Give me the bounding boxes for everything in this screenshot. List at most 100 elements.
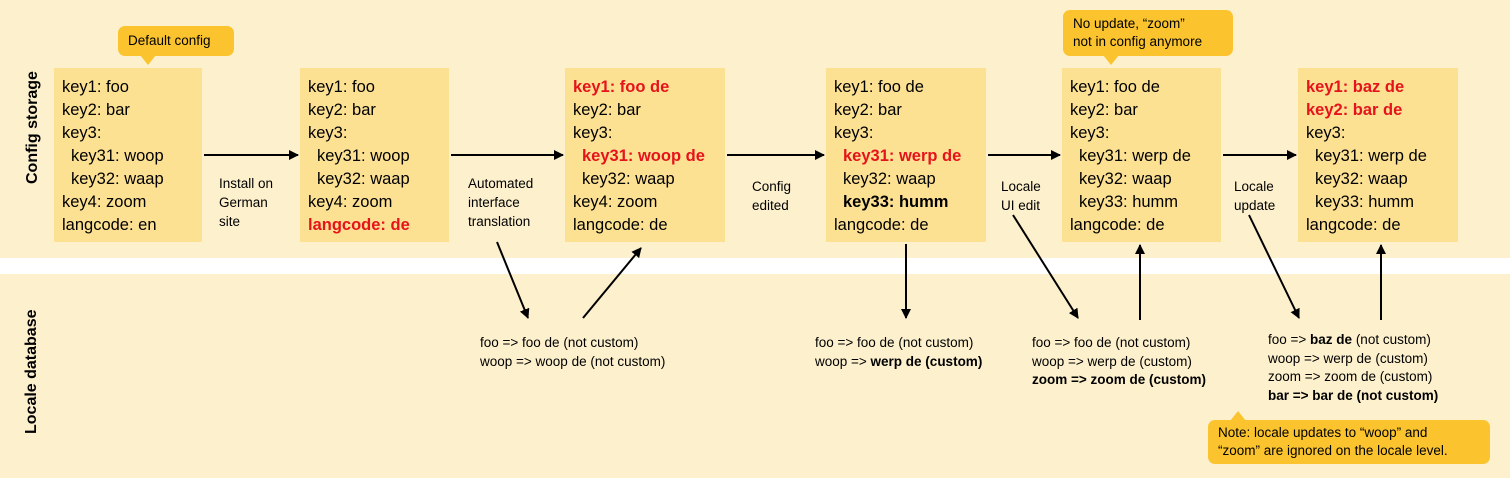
locale-list-1: foo => foo de (not custom) woop => woop d… xyxy=(480,334,665,371)
step-line: Locale xyxy=(1234,179,1274,194)
config-line: langcode: en xyxy=(62,216,157,234)
step-line: interface xyxy=(468,195,520,210)
locale-entry-segment: woop => xyxy=(815,353,871,369)
locale-list-3: foo => foo de (not custom) woop => werp d… xyxy=(1032,334,1206,390)
config-line: key4: zoom xyxy=(308,193,393,211)
locale-entry-segment: foo => foo de (not custom) xyxy=(815,335,974,350)
config-box-3: key1: foo de key2: bar key3: key31: woop de… xyxy=(565,68,725,242)
step-line: update xyxy=(1234,198,1276,213)
locale-entry-segment: bar => bar de (not custom) xyxy=(1268,387,1439,403)
locale-entry: zoom => zoom de (custom) xyxy=(1268,368,1438,387)
step-config-edited-label: Config edited xyxy=(752,177,791,215)
callout-tail xyxy=(1103,55,1119,65)
callout-tail xyxy=(1230,411,1246,421)
config-line: key31: werp de xyxy=(843,147,962,165)
config-line: key2: bar xyxy=(573,101,641,119)
config-line: key2: bar xyxy=(62,101,130,119)
config-line: key33: humm xyxy=(1315,193,1415,211)
step-line: UI edit xyxy=(1001,198,1041,213)
config-line: key31: werp de xyxy=(1315,147,1427,165)
locale-entry: zoom => zoom de (custom) xyxy=(1032,371,1206,390)
config-line: key3: xyxy=(308,124,348,142)
config-line: key31: woop de xyxy=(582,147,705,165)
config-line: langcode: de xyxy=(1070,216,1165,234)
locale-entry-segment: foo => foo de (not custom) xyxy=(1032,335,1191,350)
locale-entry: woop => woop de (not custom) xyxy=(480,353,665,372)
locale-entry-segment: foo => xyxy=(1268,332,1311,347)
config-line: key33: humm xyxy=(843,193,949,211)
config-line: key3: xyxy=(1306,124,1346,142)
callout-text-line1: No update, “zoom” xyxy=(1073,16,1185,31)
config-line: key31: werp de xyxy=(1079,147,1191,165)
config-line: key3: xyxy=(573,124,613,142)
locale-list-4: foo => baz de (not custom)woop => werp d… xyxy=(1268,331,1438,405)
step-locale-update-label: Locale update xyxy=(1234,177,1275,215)
locale-entry-segment: zoom => zoom de (custom) xyxy=(1032,372,1207,387)
locale-entry-segment: woop => werp de (custom) xyxy=(1032,353,1192,369)
step-line: German xyxy=(219,195,268,210)
step-locale-ui-edit-label: Locale UI edit xyxy=(1001,177,1041,215)
config-line: key3: xyxy=(62,124,102,142)
config-line: key2: bar xyxy=(1070,101,1138,119)
locale-entry: foo => foo de (not custom) xyxy=(815,334,982,353)
arrow-to-locale-3 xyxy=(1012,214,1079,319)
config-line: key4: zoom xyxy=(62,193,147,211)
config-box-1: key1: foo key2: bar key3: key31: woop key32:… xyxy=(54,68,202,242)
callout-text: Default config xyxy=(128,33,211,48)
config-line: key1: foo de xyxy=(1070,78,1160,96)
arrow-from-locale-1 xyxy=(582,247,642,319)
locale-entry-segment: baz de xyxy=(1310,332,1353,347)
step-line: translation xyxy=(468,214,531,229)
config-line: key2: bar de xyxy=(1306,101,1403,119)
config-line: key32: waap xyxy=(71,170,164,188)
config-line: key2: bar xyxy=(308,101,376,119)
step-line: site xyxy=(219,214,241,229)
step-install-label: Install on German site xyxy=(219,174,273,231)
callout-text-line2: not in config anymore xyxy=(1073,34,1203,49)
config-line: langcode: de xyxy=(1306,216,1401,234)
locale-entry: foo => foo de (not custom) xyxy=(480,334,665,353)
config-line: key1: baz de xyxy=(1306,78,1405,96)
step-line: Automated xyxy=(468,176,534,191)
config-line: key32: waap xyxy=(843,170,936,188)
no-update-callout: No update, “zoom” not in config anymore xyxy=(1063,10,1233,65)
config-line: langcode: de xyxy=(308,216,410,234)
config-line: key32: waap xyxy=(1315,170,1408,188)
default-config-callout: Default config xyxy=(118,26,234,65)
locale-list-2: foo => foo de (not custom) woop => werp d… xyxy=(815,334,982,371)
locale-entry-segment: woop => werp de (custom) xyxy=(1268,350,1428,366)
step-automated-label: Automated interface translation xyxy=(468,174,533,231)
config-line: key31: woop xyxy=(71,147,164,165)
step-line: edited xyxy=(752,198,789,213)
locale-entry-segment: zoom => zoom de (custom) xyxy=(1268,369,1433,384)
arrow-to-locale-1 xyxy=(496,241,530,319)
locale-entry: foo => foo de (not custom) xyxy=(1032,334,1206,353)
locale-entry-segment: (not custom) xyxy=(1352,332,1431,347)
config-line: key1: foo de xyxy=(573,78,670,96)
locale-entry: woop => werp de (custom) xyxy=(815,353,982,372)
config-line: key32: waap xyxy=(582,170,675,188)
step-line: Config xyxy=(752,179,792,194)
arrow-to-locale-4 xyxy=(1248,214,1300,319)
locale-entry-segment: foo => foo de (not custom) xyxy=(480,335,639,350)
step-line: Install on xyxy=(219,176,274,191)
locale-entry: woop => werp de (custom) xyxy=(1032,353,1206,372)
config-line: key2: bar xyxy=(834,101,902,119)
config-box-6: key1: baz de key2: bar de key3: key31: werp… xyxy=(1298,68,1458,242)
locale-entry: foo => baz de (not custom) xyxy=(1268,331,1438,350)
note-callout: Note: locale updates to “woop” and “zoom… xyxy=(1208,411,1490,464)
config-storage-lane xyxy=(0,0,1510,258)
locale-entry-segment: werp de (custom) xyxy=(870,353,983,369)
callout-tail xyxy=(140,55,156,65)
config-line: key32: waap xyxy=(317,170,410,188)
config-line: key1: foo de xyxy=(834,78,924,96)
config-line: key4: zoom xyxy=(573,193,658,211)
config-line: langcode: de xyxy=(573,216,668,234)
config-line: key33: humm xyxy=(1079,193,1179,211)
config-line: key1: foo xyxy=(62,78,129,96)
config-line: langcode: de xyxy=(834,216,929,234)
